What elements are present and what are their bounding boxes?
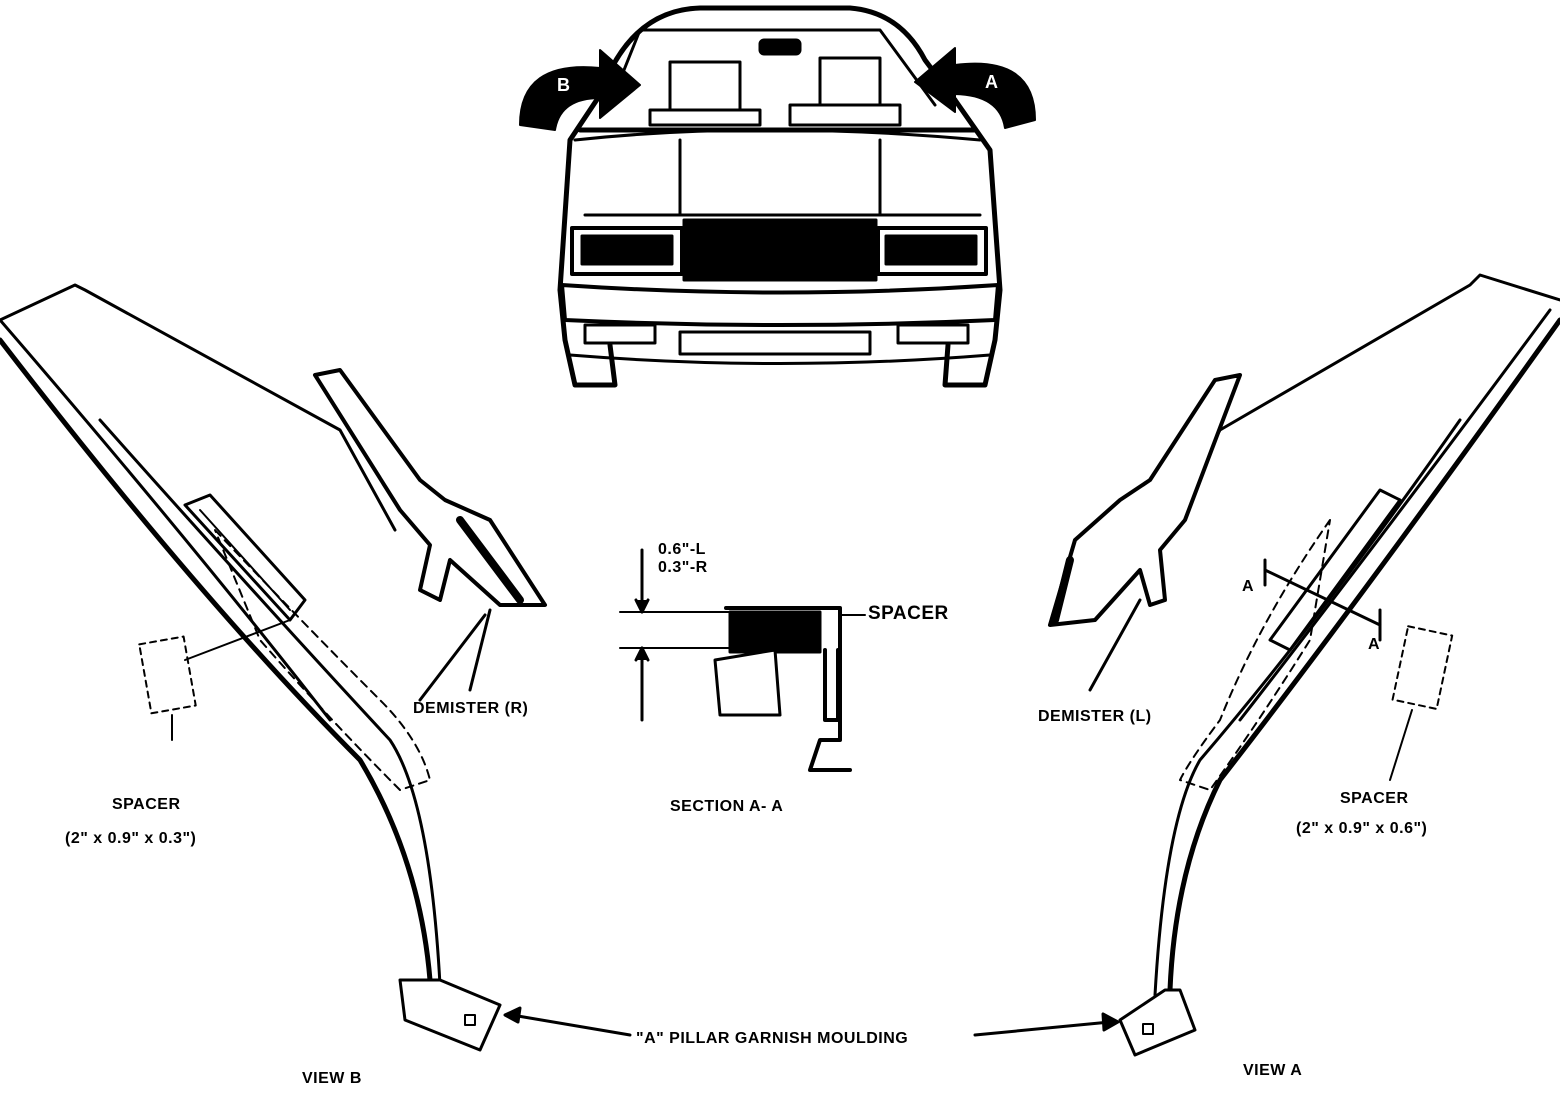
spacer-left-label: SPACER <box>112 796 181 813</box>
dimension-left-label: 0.6"-L <box>658 541 706 558</box>
view-a-label: VIEW A <box>1243 1062 1303 1079</box>
section-title: SECTION A- A <box>670 798 784 815</box>
spacer-left-size: (2" x 0.9" x 0.3") <box>65 830 197 847</box>
arrow-letter-a: A <box>985 72 998 92</box>
right-pillar-view-a <box>1048 273 1560 1057</box>
car-front-illustration <box>519 5 1036 388</box>
spacer-right-size: (2" x 0.9" x 0.6") <box>1296 820 1428 837</box>
section-mark-a-upper: A <box>1242 578 1255 595</box>
arrow-letter-b: B <box>557 75 570 95</box>
section-spacer-label: SPACER <box>868 603 949 624</box>
view-b-label: VIEW B <box>302 1070 362 1087</box>
section-a-a-detail <box>619 548 866 772</box>
moulding-label: "A" PILLAR GARNISH MOULDING <box>636 1030 909 1047</box>
demister-right-label: DEMISTER (R) <box>413 700 529 717</box>
dimension-right-label: 0.3"-R <box>658 559 708 576</box>
spacer-right-label: SPACER <box>1340 790 1409 807</box>
demister-left-label: DEMISTER (L) <box>1038 708 1152 725</box>
moulding-callout-arrows <box>503 1006 1120 1037</box>
section-mark-a-lower: A <box>1368 636 1381 653</box>
view-b-arrow-icon <box>519 49 641 131</box>
view-a-arrow-icon <box>914 47 1036 129</box>
left-pillar-view-b <box>0 283 547 1052</box>
